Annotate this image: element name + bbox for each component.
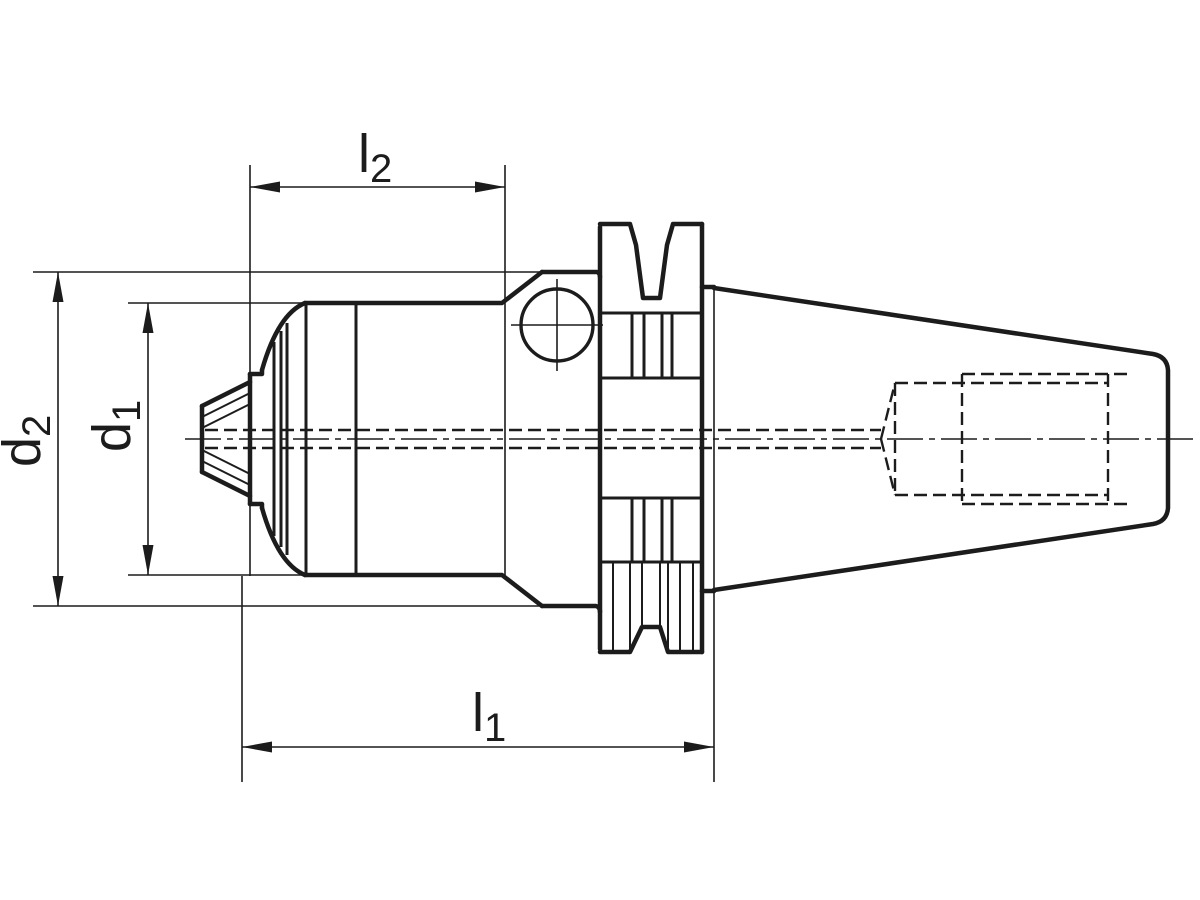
balance-hole (511, 279, 603, 371)
drill-chuck-body (199, 269, 545, 609)
dimension-l2: l2 (249, 124, 506, 576)
coolant-bore-hidden-lines (205, 382, 897, 496)
arrowhead-right-icon (475, 181, 505, 193)
dim-label-d1: d1 (82, 400, 149, 452)
dimension-d1: d1 (82, 302, 303, 576)
arrowhead-down-icon (52, 576, 64, 606)
gripper-flange (597, 221, 705, 655)
dim-label-l1: l1 (472, 683, 506, 750)
dim-label-d2: d2 (0, 415, 59, 467)
taper-shank (699, 284, 1171, 594)
arrowhead-left-icon (242, 741, 272, 753)
dimension-d2: d2 (0, 271, 540, 607)
arrowhead-left-icon (250, 181, 280, 193)
dim-label-l2: l2 (358, 124, 392, 191)
dimension-l1: l1 (241, 287, 715, 782)
arrowhead-up-icon (52, 272, 64, 302)
internal-thread-hidden-lines (893, 372, 1133, 506)
arrowhead-down-icon (142, 545, 154, 575)
arrowhead-up-icon (142, 303, 154, 333)
arrowhead-right-icon (684, 741, 714, 753)
